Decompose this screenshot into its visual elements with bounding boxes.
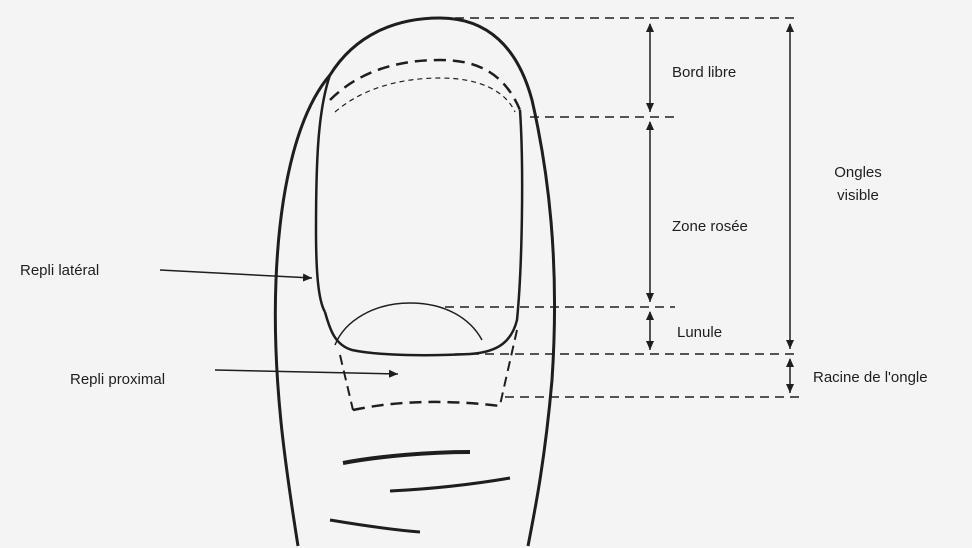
label-ongles-visible-line1: Ongles (834, 164, 882, 181)
label-ongles-visible-line2: visible (837, 187, 879, 204)
nail-plate (325, 110, 522, 355)
repli-lateral-pointer-arrow (160, 270, 312, 278)
free-edge-dashed-line-thin (335, 78, 515, 112)
nail-root-dashed-outline (340, 330, 517, 410)
knuckle-crease (330, 520, 420, 532)
free-edge-dashed-line (330, 60, 520, 110)
lunula (335, 303, 482, 345)
nail-root-dashed-curve (353, 402, 500, 410)
label-racine: Racine de l'ongle (813, 369, 928, 387)
label-ongles-visible: Ongles visible (818, 161, 898, 208)
label-bord-libre: Bord libre (672, 64, 736, 82)
label-zone-rosee: Zone rosée (672, 218, 748, 236)
label-repli-proximal: Repli proximal (70, 371, 165, 389)
repli-proximal-pointer-arrow (215, 370, 398, 374)
knuckle-crease (390, 478, 510, 491)
label-repli-lateral: Repli latéral (20, 262, 99, 280)
lateral-fold-line (316, 75, 330, 312)
label-lunule: Lunule (677, 324, 722, 342)
knuckle-crease (343, 452, 470, 463)
